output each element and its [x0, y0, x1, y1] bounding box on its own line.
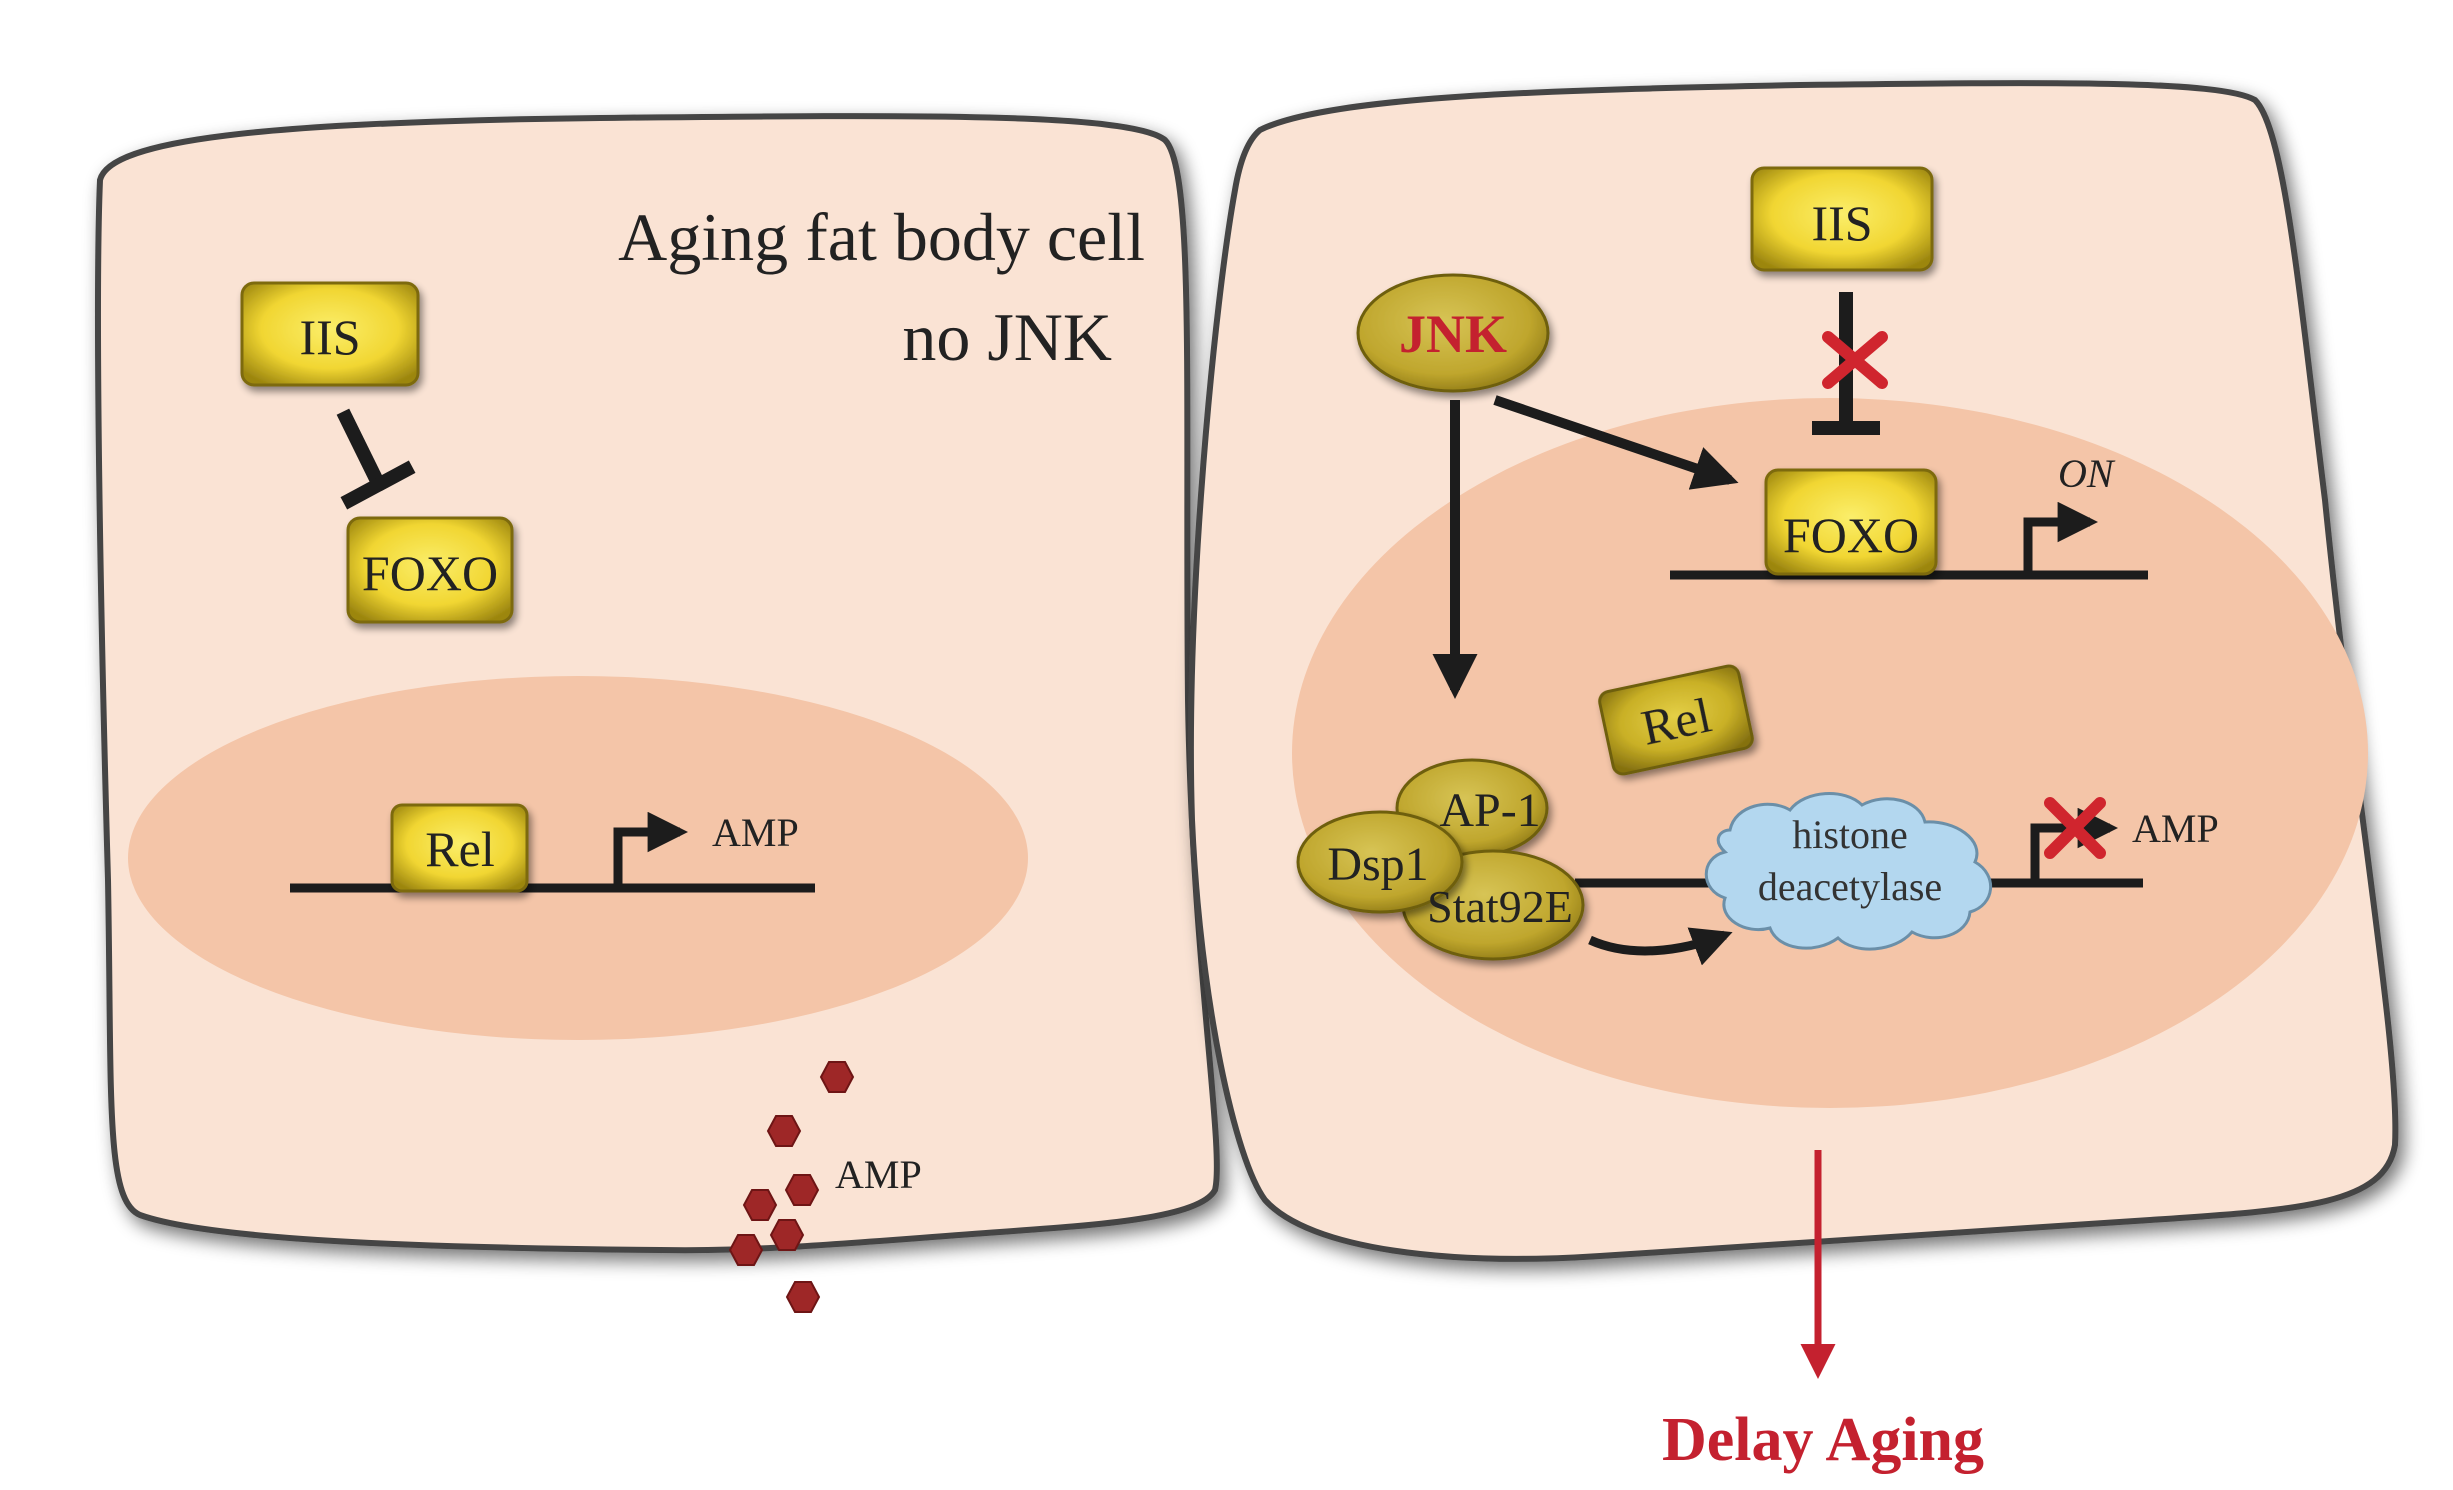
right-foxo-box	[1764, 468, 1938, 576]
right-rel-box: Rel	[1598, 664, 1754, 776]
left-foxo-label: FOXO	[362, 545, 498, 601]
right-foxo-label: FOXO	[1783, 507, 1919, 563]
jnk-oval	[1356, 273, 1550, 393]
foxo-promoter-arrow	[2023, 501, 2099, 575]
jnk-to-foxo-arrow	[1493, 395, 1739, 490]
stat92e-label: Stat92E	[1427, 881, 1573, 932]
left-gene-amp-label: AMP	[712, 810, 799, 855]
left-cell-title-line1: Aging fat body cell	[618, 199, 1145, 275]
right-gene-amp-label: AMP	[2132, 806, 2219, 851]
dsp1-oval	[1296, 810, 1464, 914]
amp-hexagon	[742, 1189, 778, 1221]
amp-hexagon	[728, 1234, 764, 1266]
right-iis-label: IIS	[1811, 195, 1872, 251]
right-cell: JNK IIS FOXO ON Rel	[1187, 80, 2399, 1262]
left-promoter-arrow	[613, 811, 689, 888]
left-rel-label: Rel	[425, 821, 494, 877]
hdac-label-line2: deacetylase	[1758, 864, 1942, 909]
histone-deacetylase-cloud	[1704, 792, 1992, 951]
jnk-label: JNK	[1399, 304, 1507, 364]
amp-hexagon	[766, 1115, 802, 1147]
repressor-complex	[1296, 758, 1585, 961]
left-iis-box	[240, 281, 420, 387]
amp-hexagon	[785, 1281, 821, 1313]
hdac-label-line1: histone	[1792, 812, 1908, 857]
iis-block-x-icon	[1822, 331, 1888, 389]
left-rel-box	[390, 803, 529, 893]
amp-hexagon	[819, 1061, 855, 1093]
right-iis-box	[1750, 166, 1934, 272]
amp-block-x-icon	[2044, 797, 2106, 859]
ap1-label: AP-1	[1439, 784, 1540, 837]
amp-hexagon	[769, 1219, 805, 1251]
secreted-amp-label: AMP	[835, 1152, 922, 1197]
left-iis-inhibits-foxo	[336, 408, 416, 510]
dsp1-label: Dsp1	[1327, 838, 1428, 891]
left-foxo-box	[346, 516, 514, 624]
foxo-on-label: ON	[2058, 451, 2116, 496]
left-iis-label: IIS	[299, 309, 360, 365]
secreted-amp-markers	[728, 1061, 855, 1313]
left-nucleus	[128, 676, 1028, 1040]
left-cell: Aging fat body cell no JNK IIS FOXO Rel …	[95, 113, 1220, 1313]
left-cell-title-line2: no JNK	[902, 299, 1112, 375]
recruit-hdac-arrow	[1588, 927, 1733, 966]
amp-promoter-arrow	[2030, 807, 2119, 883]
delay-aging-label: Delay Aging	[1662, 1406, 1984, 1474]
amp-hexagon	[784, 1174, 820, 1206]
